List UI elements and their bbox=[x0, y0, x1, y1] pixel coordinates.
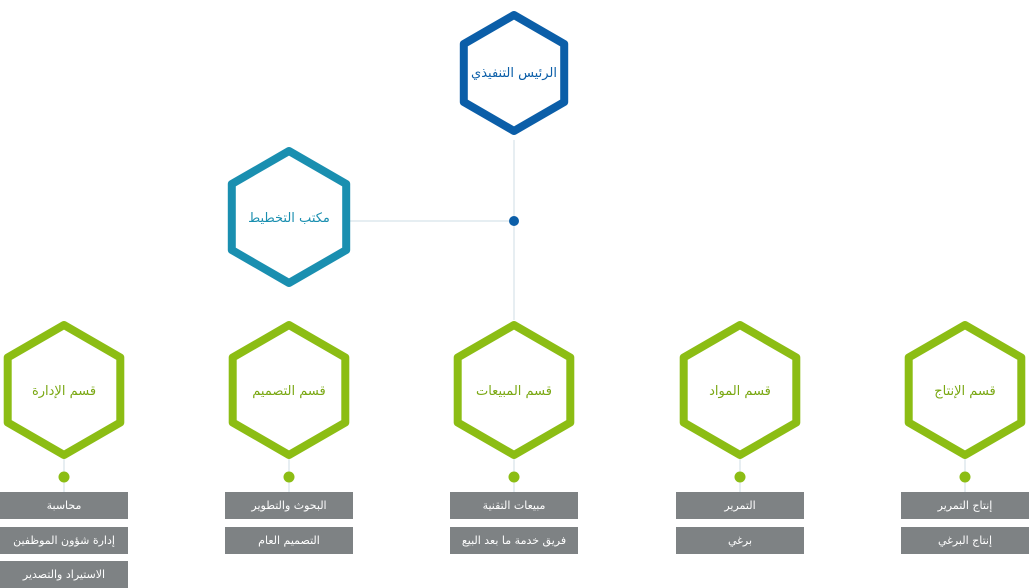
department-hexagon-4 bbox=[904, 321, 1026, 459]
department-hexagon-3 bbox=[679, 321, 801, 459]
unit-box-tech-sales: مبيعات التقنية bbox=[450, 492, 578, 519]
department-dot-1 bbox=[283, 471, 295, 483]
unit-box-screw-production: إنتاج البرغي bbox=[901, 527, 1029, 554]
department-label-administration: قسم الإدارة bbox=[31, 384, 97, 399]
department-dot-2 bbox=[508, 471, 520, 483]
department-dot-4 bbox=[959, 471, 971, 483]
junction-dot bbox=[509, 216, 519, 226]
unit-box-rolling: التمرير bbox=[676, 492, 804, 519]
department-hexagon-0 bbox=[3, 321, 125, 459]
department-label-sales: قسم المبيعات bbox=[475, 384, 552, 399]
department-label-materials: قسم المواد bbox=[709, 384, 771, 399]
planning-office-hexagon bbox=[227, 147, 351, 287]
executive-hexagon-shape bbox=[459, 11, 569, 135]
unit-box-screw: برغي bbox=[676, 527, 804, 554]
unit-box-import-export: الاستيراد والتصدير bbox=[0, 561, 128, 588]
department-label-design: قسم التصميم bbox=[252, 384, 326, 399]
department-dot-0 bbox=[58, 471, 70, 483]
department-dot-3 bbox=[734, 471, 746, 483]
unit-box-after-sales: فريق خدمة ما بعد البيع bbox=[450, 527, 578, 554]
unit-box-accounting: محاسبة bbox=[0, 492, 128, 519]
department-label-production: قسم الإنتاج bbox=[934, 384, 996, 399]
unit-box-hr: إدارة شؤون الموظفين bbox=[0, 527, 128, 554]
planning-office-label: مكتب التخطيط bbox=[248, 211, 330, 226]
unit-box-rnd: البحوث والتطوير bbox=[225, 492, 353, 519]
department-hexagon-1 bbox=[228, 321, 350, 459]
department-hexagon-2 bbox=[453, 321, 575, 459]
unit-box-rolling-production: إنتاج التمرير bbox=[901, 492, 1029, 519]
unit-box-general-design: التصميم العام bbox=[225, 527, 353, 554]
executive-label: الرئيس التنفيذي bbox=[471, 66, 557, 81]
